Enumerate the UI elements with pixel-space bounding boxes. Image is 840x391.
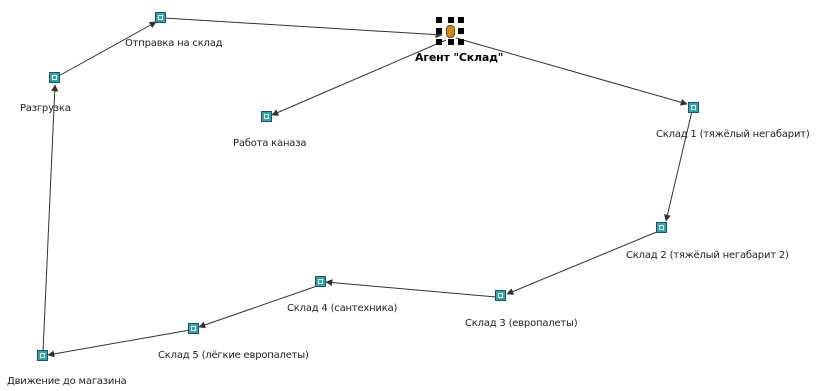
label-sklad4: Склад 4 (сантехника) xyxy=(287,303,398,314)
node-dvizhenie[interactable] xyxy=(37,350,48,361)
label-sklad5: Склад 5 (лёгкие европалеты) xyxy=(158,350,309,361)
node-sklad5[interactable] xyxy=(188,323,199,334)
node-otpravka[interactable] xyxy=(155,12,166,23)
agent-label: Агент "Склад" xyxy=(415,51,504,64)
edge-sklad5-dvizhenie xyxy=(47,329,191,358)
label-kanaza: Работа каназа xyxy=(233,138,307,149)
selection-handle[interactable] xyxy=(458,28,464,34)
edge-otpravka-agent xyxy=(163,17,443,39)
agent-skald[interactable] xyxy=(436,17,464,45)
label-dvizhenie: Движение до магазина xyxy=(7,376,127,387)
label-sklad3: Склад 3 (европалеты) xyxy=(465,318,578,329)
selection-handle[interactable] xyxy=(436,17,442,23)
label-otpravka: Отправка на склад xyxy=(125,38,223,49)
node-sklad4[interactable] xyxy=(315,276,326,287)
edge-sklad3-sklad4 xyxy=(325,279,497,298)
edge-razgruzka-otpravka xyxy=(54,21,157,79)
edge-agent-kanaza xyxy=(271,39,447,116)
selection-handle[interactable] xyxy=(448,17,454,23)
selection-handle[interactable] xyxy=(458,39,464,45)
edge-sklad1-sklad2 xyxy=(664,110,693,222)
label-sklad2: Склад 2 (тяжёлый негабарит 2) xyxy=(626,250,789,261)
selection-handle[interactable] xyxy=(458,17,464,23)
node-sklad1[interactable] xyxy=(688,102,699,113)
selection-handle[interactable] xyxy=(436,39,442,45)
node-razgruzka[interactable] xyxy=(49,72,60,83)
node-kanaza[interactable] xyxy=(261,111,272,122)
edge-dvizhenie-razgruzka xyxy=(42,84,59,353)
node-sklad2[interactable] xyxy=(656,222,667,233)
label-razgruzka: Разгрузка xyxy=(20,103,71,114)
node-sklad3[interactable] xyxy=(495,290,506,301)
selection-handle[interactable] xyxy=(436,28,442,34)
selection-handle[interactable] xyxy=(448,39,454,45)
edge-sklad2-sklad3 xyxy=(506,230,660,295)
agent-icon xyxy=(446,25,455,38)
label-sklad1: Склад 1 (тяжёлый негабарит) xyxy=(656,129,810,140)
edge-sklad4-sklad5 xyxy=(198,285,318,329)
edge-agent-sklad1 xyxy=(455,37,688,106)
